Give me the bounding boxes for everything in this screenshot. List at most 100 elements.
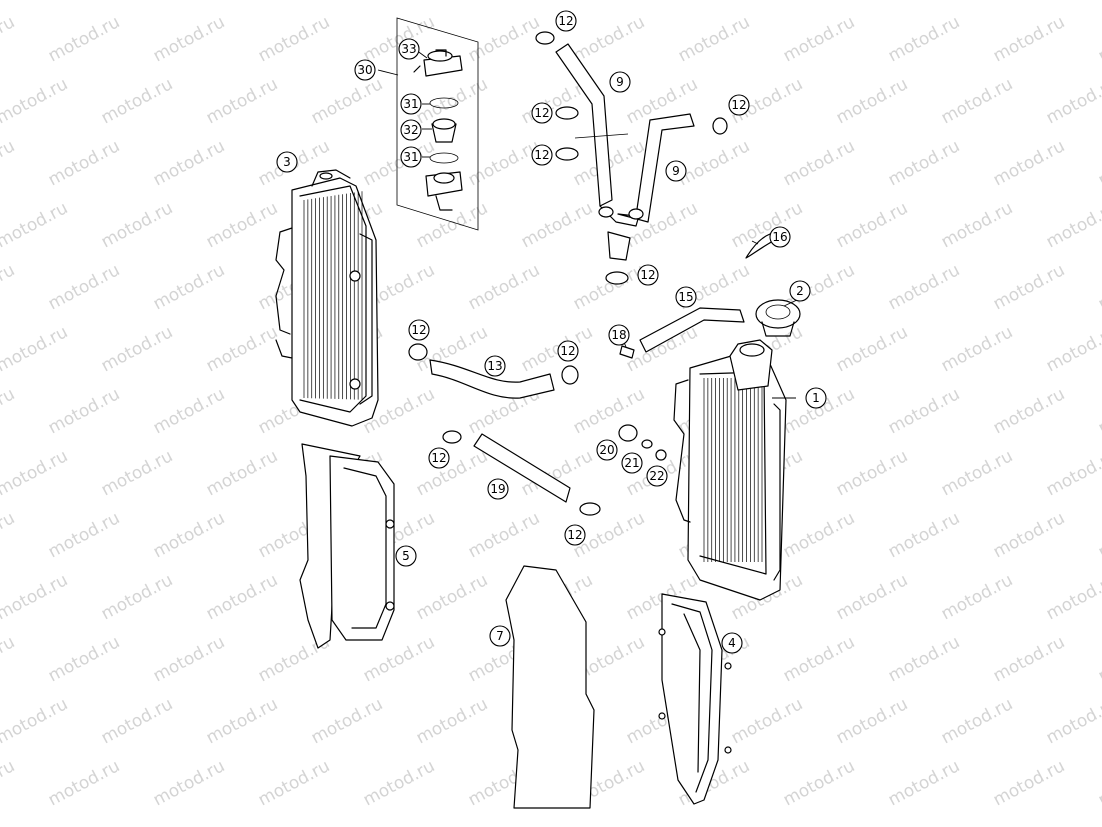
watermark-text: motod.ru <box>780 12 858 66</box>
callout-5: 5 <box>395 545 417 567</box>
watermark-text: motod.ru <box>98 694 176 748</box>
watermark-text: motod.ru <box>885 384 963 438</box>
svg-text:12: 12 <box>431 451 446 465</box>
watermark-text: motod.ru <box>0 260 18 314</box>
watermark-text: motod.ru <box>0 570 71 624</box>
watermark-text: motod.ru <box>1043 74 1102 128</box>
watermark-text: motod.ru <box>413 0 491 4</box>
hose-13 <box>429 359 555 399</box>
watermark-text: motod.ru <box>1043 322 1102 376</box>
watermark-text: motod.ru <box>150 260 228 314</box>
watermark-text: motod.ru <box>1095 384 1102 438</box>
callout-3: 3 <box>276 151 298 173</box>
watermark-text: motod.ru <box>1043 0 1102 4</box>
watermark-text: motod.ru <box>45 136 123 190</box>
watermark-text: motod.ru <box>518 322 596 376</box>
watermark-text: motod.ru <box>45 632 123 686</box>
callout-31-upper: 31 <box>400 93 422 115</box>
watermark-text: motod.ru <box>938 322 1016 376</box>
watermark-text: motod.ru <box>990 384 1068 438</box>
callout-12-c: 12 <box>531 144 553 166</box>
callout-9-lower: 9 <box>665 160 687 182</box>
watermark-text: motod.ru <box>45 260 123 314</box>
watermark-text: motod.ru <box>623 0 701 4</box>
svg-text:12: 12 <box>731 98 746 112</box>
callout-12-a: 12 <box>555 10 577 32</box>
svg-text:22: 22 <box>649 469 664 483</box>
watermark-text: motod.ru <box>308 0 386 4</box>
watermark-text: motod.ru <box>1043 446 1102 500</box>
callout-7: 7 <box>489 625 511 647</box>
watermark-text: motod.ru <box>98 198 176 252</box>
watermark-text: motod.ru <box>255 12 333 66</box>
watermark-text: motod.ru <box>0 322 71 376</box>
svg-text:30: 30 <box>357 63 372 77</box>
watermark-text: motod.ru <box>833 446 911 500</box>
watermark-text: motod.ru <box>938 570 1016 624</box>
callout-12-d: 12 <box>728 94 750 116</box>
watermark-text: motod.ru <box>98 570 176 624</box>
watermark-text: motod.ru <box>150 12 228 66</box>
watermark-text: motod.ru <box>98 322 176 376</box>
watermark-text: motod.ru <box>255 756 333 810</box>
svg-text:7: 7 <box>496 629 504 643</box>
watermark-text: motod.ru <box>885 260 963 314</box>
watermark-text: motod.ru <box>203 570 281 624</box>
shroud-5 <box>299 443 395 649</box>
watermark-text: motod.ru <box>0 74 71 128</box>
watermark-text: motod.ru <box>465 12 543 66</box>
watermark-text: motod.ru <box>0 694 71 748</box>
callout-12-e: 12 <box>637 264 659 286</box>
watermark-text: motod.ru <box>1095 508 1102 562</box>
watermark-text: motod.ru <box>1043 694 1102 748</box>
watermark-text: motod.ru <box>360 12 438 66</box>
watermark-text: motod.ru <box>833 322 911 376</box>
callout-4: 4 <box>721 632 743 654</box>
watermark-text: motod.ru <box>0 0 71 4</box>
svg-text:3: 3 <box>283 155 291 169</box>
callout-22: 22 <box>646 465 668 487</box>
hose-19 <box>473 433 571 503</box>
watermark-text: motod.ru <box>45 756 123 810</box>
watermark-text: motod.ru <box>465 260 543 314</box>
watermark-text: motod.ru <box>0 446 71 500</box>
watermark-text: motod.ru <box>150 756 228 810</box>
svg-text:33: 33 <box>401 42 416 56</box>
callout-33: 33 <box>398 38 420 60</box>
watermark-text: motod.ru <box>885 632 963 686</box>
svg-text:19: 19 <box>490 482 505 496</box>
watermark-text: motod.ru <box>1095 632 1102 686</box>
watermark-text: motod.ru <box>203 198 281 252</box>
watermark-text: motod.ru <box>308 74 386 128</box>
callout-15: 15 <box>675 286 697 308</box>
watermark-text: motod.ru <box>45 384 123 438</box>
shroud-7 <box>505 565 595 809</box>
watermark-text: motod.ru <box>45 508 123 562</box>
svg-text:9: 9 <box>616 75 624 89</box>
watermark-text: motod.ru <box>728 0 806 4</box>
callout-13: 13 <box>484 355 506 377</box>
svg-text:1: 1 <box>812 391 820 405</box>
watermark-text: motod.ru <box>308 694 386 748</box>
watermark-text: motod.ru <box>413 198 491 252</box>
watermark-text: motod.ru <box>675 12 753 66</box>
callout-20: 20 <box>596 439 618 461</box>
svg-text:20: 20 <box>599 443 614 457</box>
svg-text:2: 2 <box>796 284 804 298</box>
watermark-text: motod.ru <box>570 260 648 314</box>
watermark-text: motod.ru <box>518 0 596 4</box>
watermark-text: motod.ru <box>833 570 911 624</box>
watermark-text: motod.ru <box>203 0 281 4</box>
svg-text:12: 12 <box>560 344 575 358</box>
watermark-text: motod.ru <box>203 694 281 748</box>
watermark-text: motod.ru <box>780 756 858 810</box>
callout-21: 21 <box>621 452 643 474</box>
callout-12-i: 12 <box>564 524 586 546</box>
watermark-text: motod.ru <box>833 198 911 252</box>
shroud-4 <box>658 593 732 805</box>
watermark-text: motod.ru <box>150 384 228 438</box>
watermark-text: motod.ru <box>413 446 491 500</box>
callout-31-lower: 31 <box>400 146 422 168</box>
svg-text:31: 31 <box>403 150 418 164</box>
